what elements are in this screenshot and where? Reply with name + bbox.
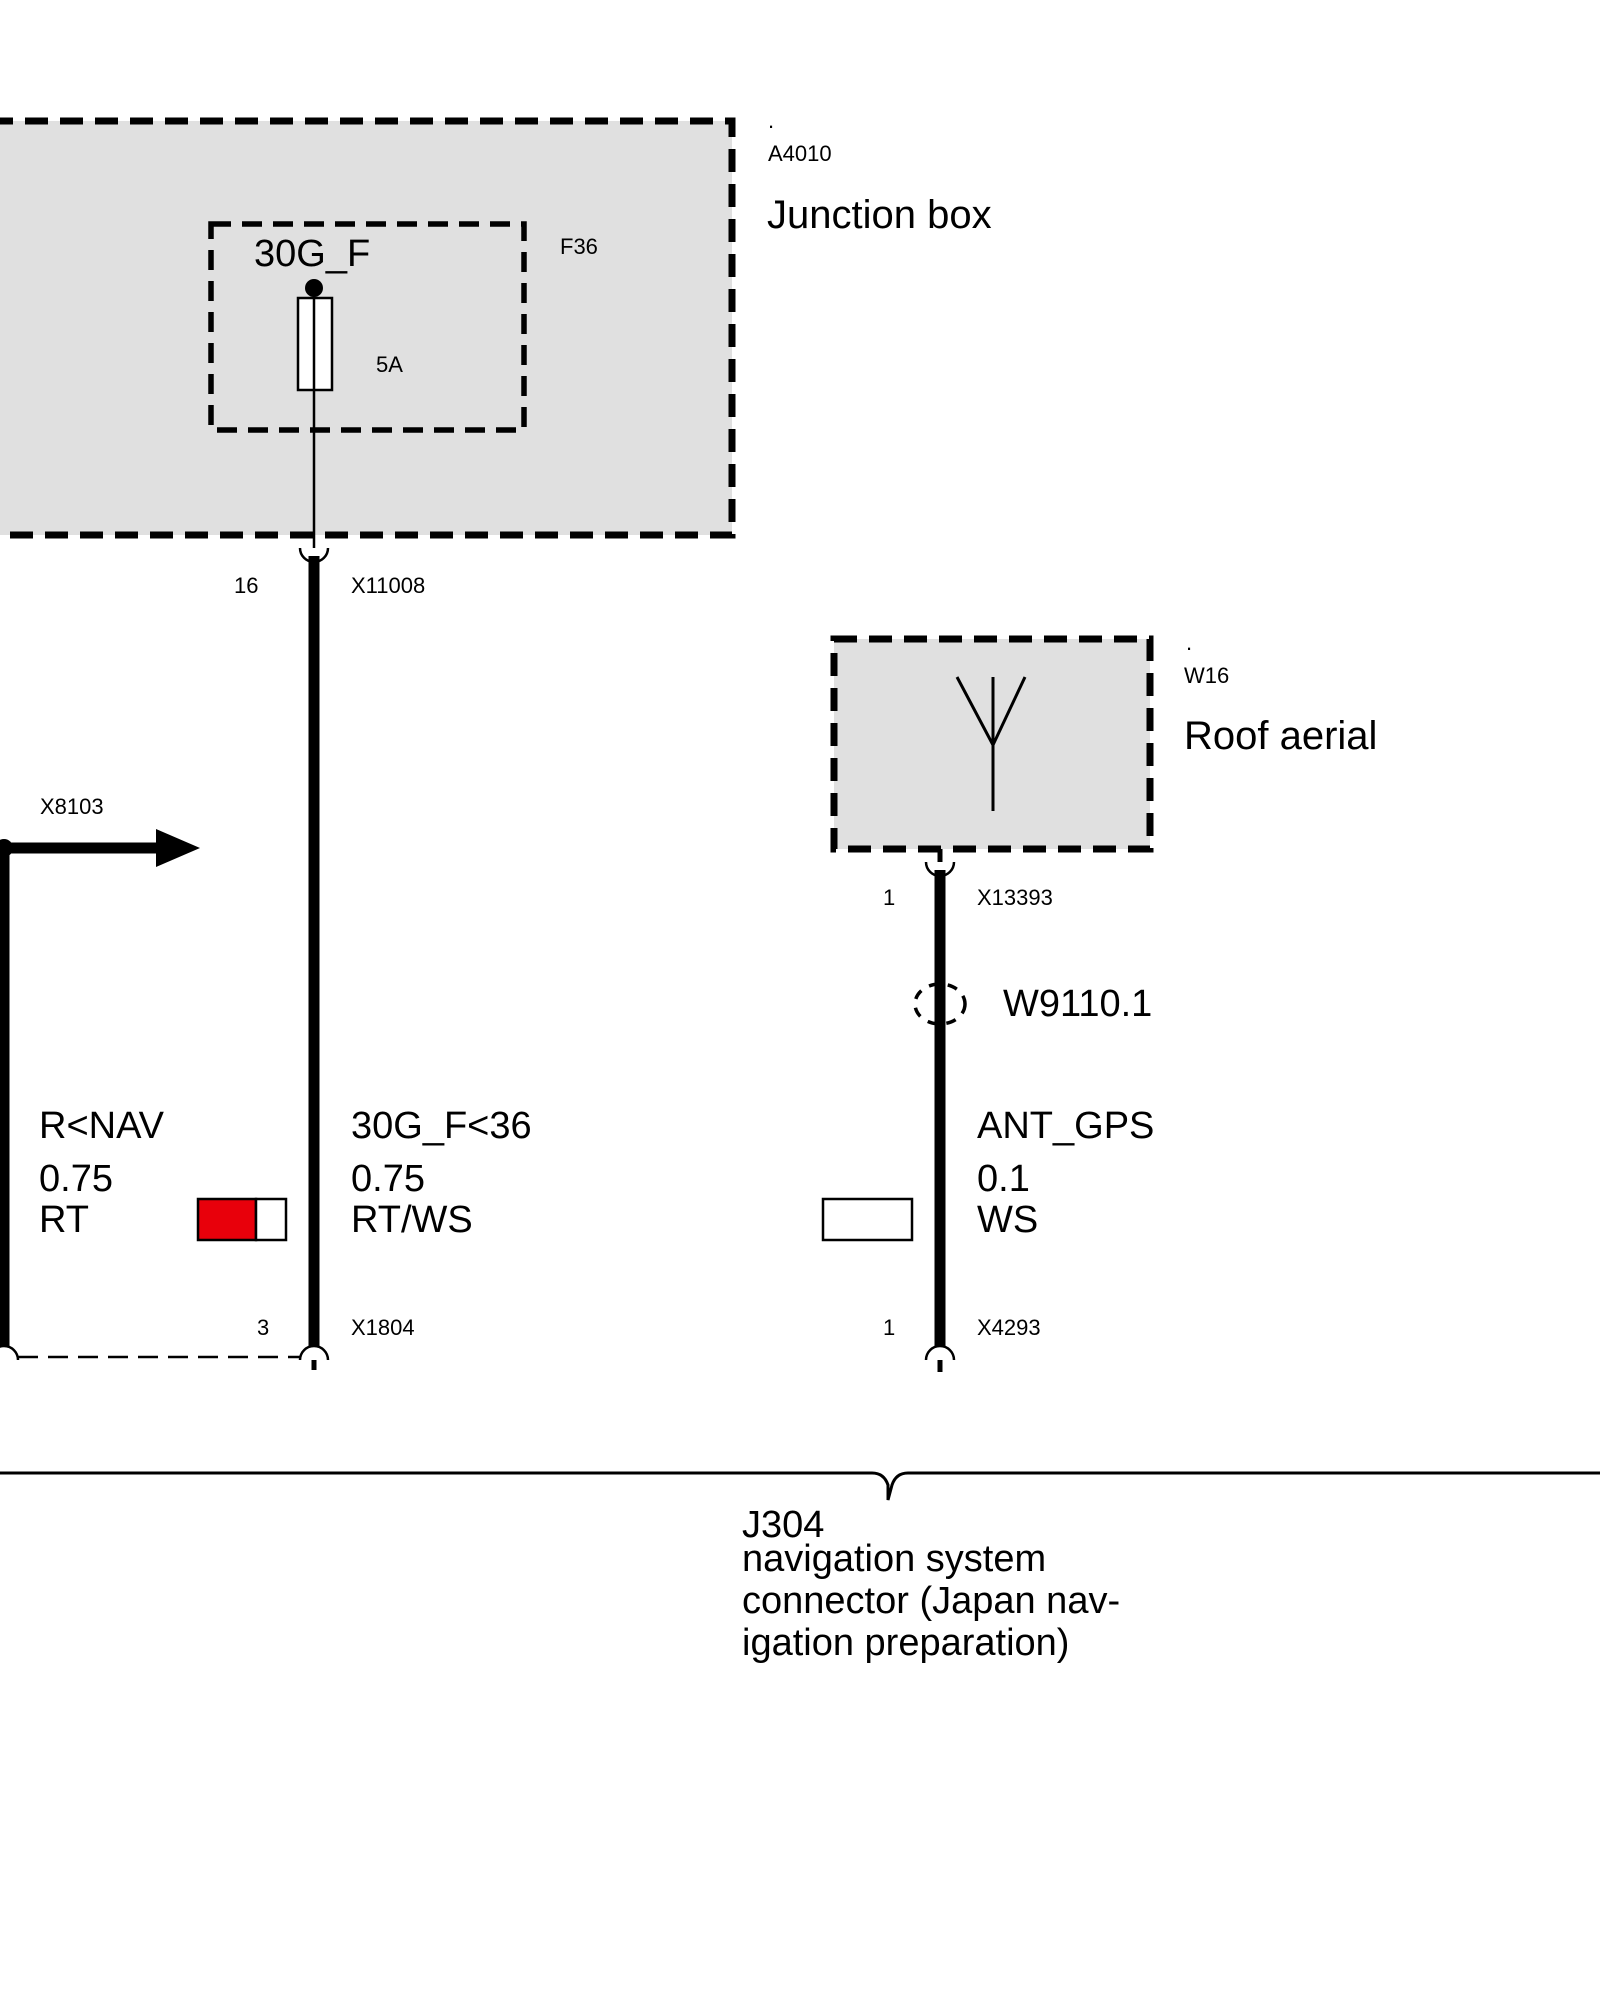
x1804-label: X1804 bbox=[351, 1315, 415, 1340]
left-wire-color: RT bbox=[39, 1199, 89, 1241]
junction-box-outline bbox=[0, 117, 736, 539]
x4293-pin: 1 bbox=[883, 1315, 895, 1340]
x13393-label: X13393 bbox=[977, 885, 1053, 910]
x8103-label: X8103 bbox=[40, 794, 104, 819]
left-wire-signal: R<NAV bbox=[39, 1105, 165, 1147]
middle-wire-color: RT/WS bbox=[351, 1199, 473, 1241]
x1804-connector-icon bbox=[298, 1344, 330, 1361]
x8103-arrow-head[interactable] bbox=[156, 829, 200, 867]
right-wire-color: WS bbox=[977, 1199, 1038, 1241]
antenna-icon bbox=[955, 676, 1027, 811]
middle-wire-size: 0.75 bbox=[351, 1158, 425, 1200]
fuse-rating: 5A bbox=[376, 352, 403, 377]
roof-aerial-dot: . bbox=[1186, 630, 1192, 655]
x1804-pin: 3 bbox=[257, 1315, 269, 1340]
junction-box-dot: . bbox=[768, 108, 774, 133]
middle-wire-signal: 30G_F<36 bbox=[351, 1105, 532, 1147]
connector-group-line3: igation preparation) bbox=[742, 1622, 1069, 1664]
rt-ws-color-swatch bbox=[196, 1197, 288, 1242]
right-wire-signal: ANT_GPS bbox=[977, 1105, 1154, 1147]
x4293-connector-icon bbox=[924, 1344, 956, 1361]
roof-aerial-name: Roof aerial bbox=[1184, 714, 1377, 758]
left-wire-size: 0.75 bbox=[39, 1158, 113, 1200]
x13393-pin: 1 bbox=[883, 885, 895, 910]
connector-group-id: J304 bbox=[742, 1504, 824, 1546]
x11008-pin: 16 bbox=[234, 573, 258, 598]
fuse-box-outline bbox=[208, 221, 527, 433]
connector-group-line2: connector (Japan nav- bbox=[742, 1580, 1120, 1622]
right-wire-size: 0.1 bbox=[977, 1158, 1030, 1200]
roof-aerial-id: W16 bbox=[1184, 663, 1229, 688]
connector-group-line1: navigation system bbox=[742, 1538, 1046, 1580]
fuse-terminal-label: 30G_F bbox=[254, 233, 370, 275]
connector-group-brace bbox=[0, 1471, 1600, 1501]
left-bottom-connector-icon bbox=[0, 1344, 20, 1361]
junction-box-name: Junction box bbox=[767, 193, 992, 237]
junction-box[interactable]: 30G_F 5A F36 . A4010 Junction box bbox=[0, 108, 992, 548]
roof-aerial[interactable]: . W16 Roof aerial bbox=[830, 630, 1377, 853]
x4293-label: X4293 bbox=[977, 1315, 1041, 1340]
junction-box-id: A4010 bbox=[768, 141, 832, 166]
shield-label: W9110.1 bbox=[1003, 983, 1152, 1025]
ws-color-swatch bbox=[821, 1197, 914, 1242]
fuse-id: F36 bbox=[560, 234, 598, 259]
shield-icon bbox=[913, 982, 967, 1026]
x11008-label: X11008 bbox=[351, 573, 425, 598]
